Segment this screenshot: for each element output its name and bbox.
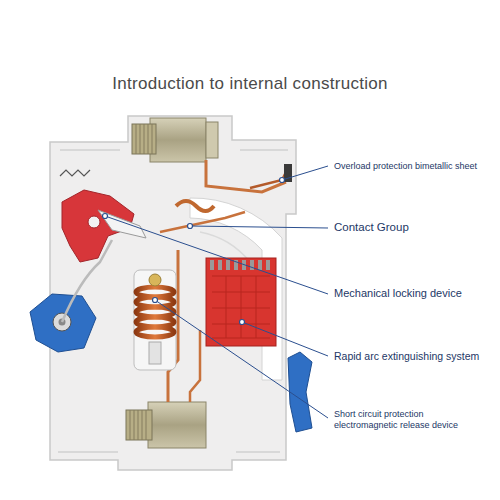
title-slot: Introduction to internal construction — [10, 74, 490, 94]
label-slot: Overload protection bimetallic sheet — [334, 161, 496, 172]
lock-lever — [98, 210, 146, 238]
coil-core — [134, 270, 176, 370]
label-slot: Mechanical locking device — [334, 287, 496, 300]
trip-button — [288, 352, 312, 432]
copper-strip — [206, 160, 286, 192]
terminal-clamp — [148, 402, 206, 448]
diagram-title: Introduction to internal construction — [10, 74, 490, 94]
screw-thread — [130, 410, 146, 440]
arc-chute-teeth — [210, 260, 270, 270]
part-label: Short circuit protection electromagnetic… — [334, 409, 484, 431]
part-label: Contact Group — [334, 221, 496, 235]
label-slot: Contact Group — [334, 221, 496, 235]
label-slot: Short circuit protection electromagnetic… — [334, 409, 484, 431]
part-label: Mechanical locking device — [334, 287, 496, 300]
arc-chute — [206, 258, 276, 346]
leader-dot — [103, 178, 285, 325]
plunger — [149, 342, 161, 364]
screw-thread — [136, 124, 152, 154]
housing-rib — [58, 150, 288, 452]
terminal-clamp — [150, 118, 206, 162]
terminal-screw — [126, 410, 152, 440]
part-label: Rapid arc extinguishing system — [334, 350, 496, 363]
copper-strip — [160, 212, 245, 232]
handle-pivot — [88, 216, 100, 228]
spring — [60, 170, 90, 176]
terminal-screw — [132, 124, 156, 154]
housing — [50, 116, 296, 470]
plunger-cap — [149, 274, 161, 286]
copper-strip — [190, 330, 200, 402]
label-slot: Rapid arc extinguishing system — [334, 350, 496, 363]
copper-braid — [176, 201, 214, 211]
part-label: Overload protection bimetallic sheet — [334, 161, 496, 172]
bimetal-strip — [250, 172, 286, 188]
link-wire — [62, 240, 112, 322]
leader-line — [105, 166, 328, 418]
terminal-plate — [206, 122, 218, 158]
trip-lever — [30, 294, 96, 352]
coil-winding — [136, 287, 174, 337]
arc-channel — [190, 198, 282, 380]
arc-chute-grid — [212, 276, 270, 338]
